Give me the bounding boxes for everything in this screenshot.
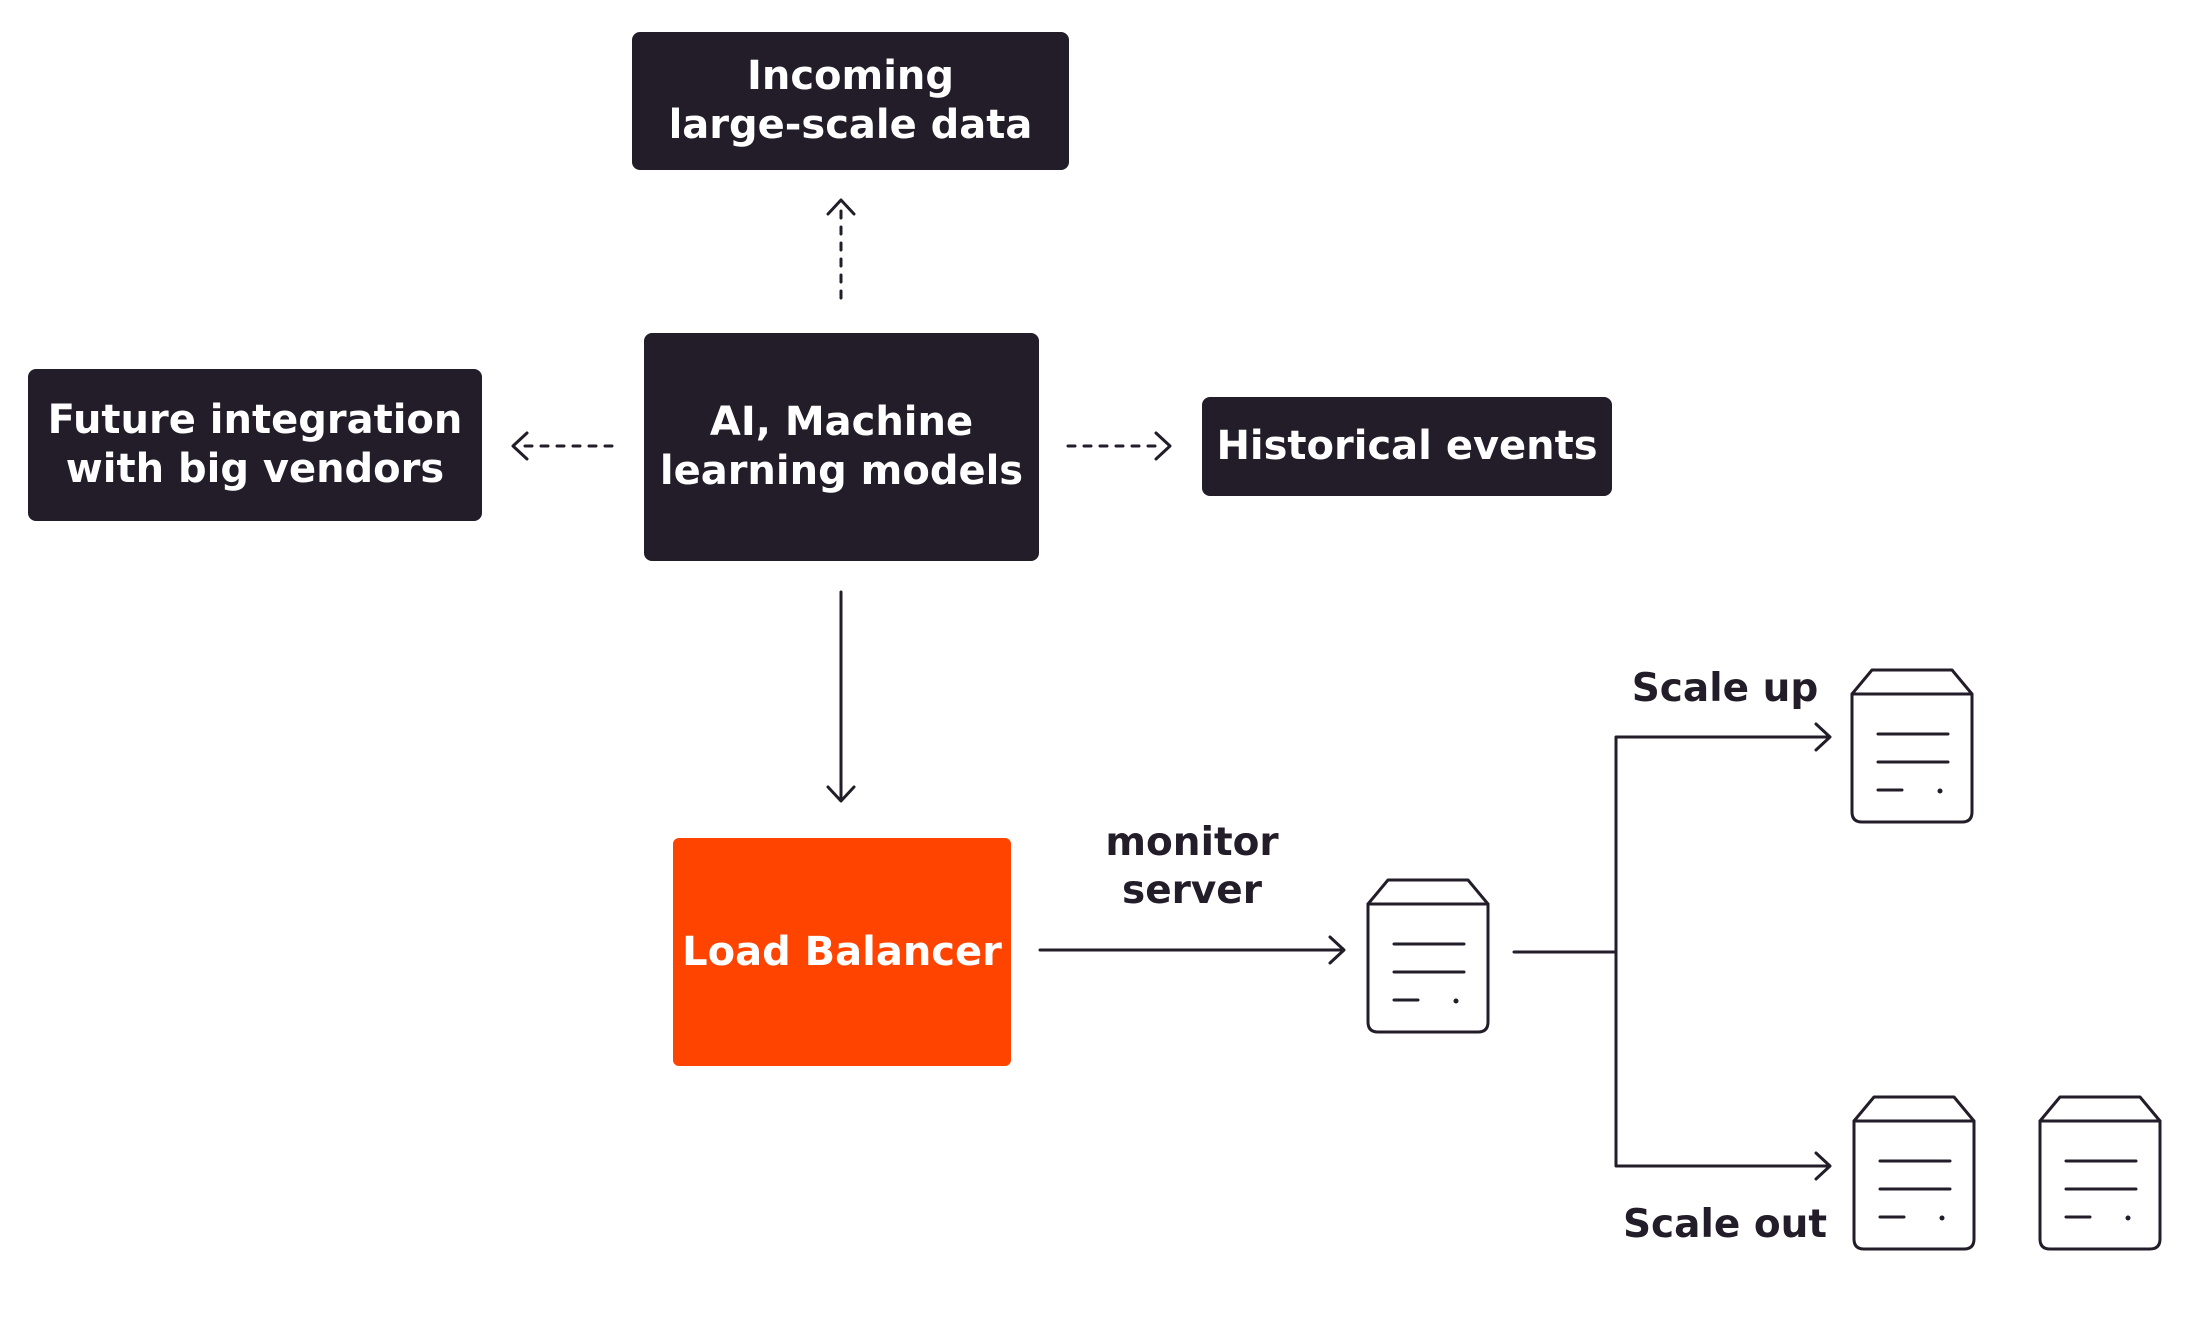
scale-up-label: Scale up: [1631, 666, 1819, 711]
future-line-1: Future integration: [47, 397, 463, 443]
dotted-arrow-to-future-integration: [511, 431, 614, 461]
ai-line-2: learning models: [659, 448, 1024, 494]
monitor-line-1: monitor: [1105, 820, 1279, 865]
scale-out-label: Scale out: [1622, 1202, 1828, 1247]
incoming-line-1: Incoming: [746, 53, 955, 99]
historical-events-label: Historical events: [1216, 423, 1598, 469]
load-balancer-label: Load Balancer: [682, 928, 1002, 975]
server-icon: [1852, 1095, 1976, 1251]
monitor-server-label: monitor server: [1092, 819, 1292, 915]
dotted-arrow-to-incoming: [826, 198, 856, 300]
future-line-2: with big vendors: [65, 446, 445, 492]
server-icon: [2038, 1095, 2162, 1251]
scaling-branch-connector: [1512, 722, 1832, 1181]
ai-ml-models-node: AI, Machine learning models: [644, 333, 1039, 561]
load-balancer-node: Load Balancer: [673, 838, 1011, 1066]
incoming-data-node: Incoming large-scale data: [632, 32, 1069, 170]
arrow-to-load-balancer: [826, 590, 856, 803]
incoming-line-2: large-scale data: [668, 102, 1033, 148]
arrow-to-monitored-server: [1038, 935, 1346, 965]
ai-line-1: AI, Machine: [709, 399, 974, 445]
historical-events-node: Historical events: [1202, 397, 1612, 496]
server-icon: [1850, 668, 1974, 824]
dotted-arrow-to-historical-events: [1066, 431, 1172, 461]
monitor-line-2: server: [1121, 868, 1262, 913]
server-icon: [1366, 878, 1490, 1034]
future-integration-node: Future integration with big vendors: [28, 369, 482, 521]
